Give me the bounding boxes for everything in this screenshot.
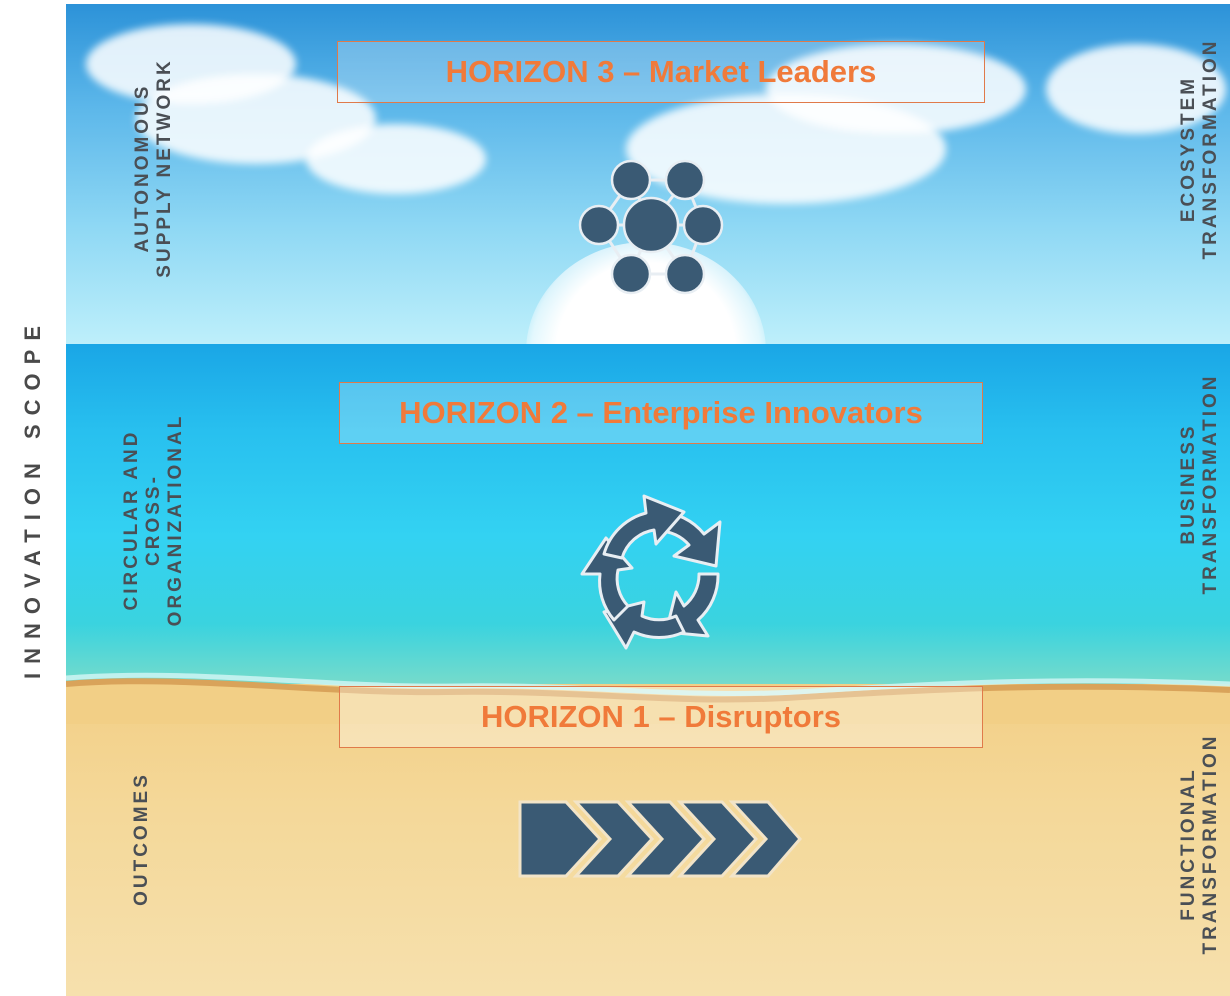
horizon-3-left-label: AUTONOMOUS SUPPLY NETWORK	[132, 58, 175, 278]
shoreline	[66, 672, 1230, 724]
horizon-2-right-label: BUSINESS TRANSFORMATION	[1178, 373, 1221, 595]
innovation-scope-label: INNOVATION SCOPE	[20, 317, 45, 679]
innovation-scope-axis: INNOVATION SCOPE	[0, 0, 66, 996]
horizon-1-title: HORIZON 1 – Disruptors	[339, 686, 983, 748]
horizon-2-left-label: CIRCULAR AND CROSS- ORGANIZATIONAL	[121, 413, 186, 627]
horizon-1-right-label: FUNCTIONAL TRANSFORMATION	[1178, 733, 1221, 955]
cycle-arrows-icon	[580, 494, 722, 650]
chevron-arrows-icon	[518, 800, 802, 878]
horizon-3-title: HORIZON 3 – Market Leaders	[337, 41, 985, 103]
horizon-2-title: HORIZON 2 – Enterprise Innovators	[339, 382, 983, 444]
horizon-3-right-label: ECOSYSTEM TRANSFORMATION	[1178, 38, 1221, 260]
horizons-scene: HORIZON 3 – Market Leaders HORIZON 2 – E…	[66, 4, 1230, 996]
network-icon	[578, 159, 724, 295]
horizon-1-left-label: OUTCOMES	[131, 772, 152, 906]
